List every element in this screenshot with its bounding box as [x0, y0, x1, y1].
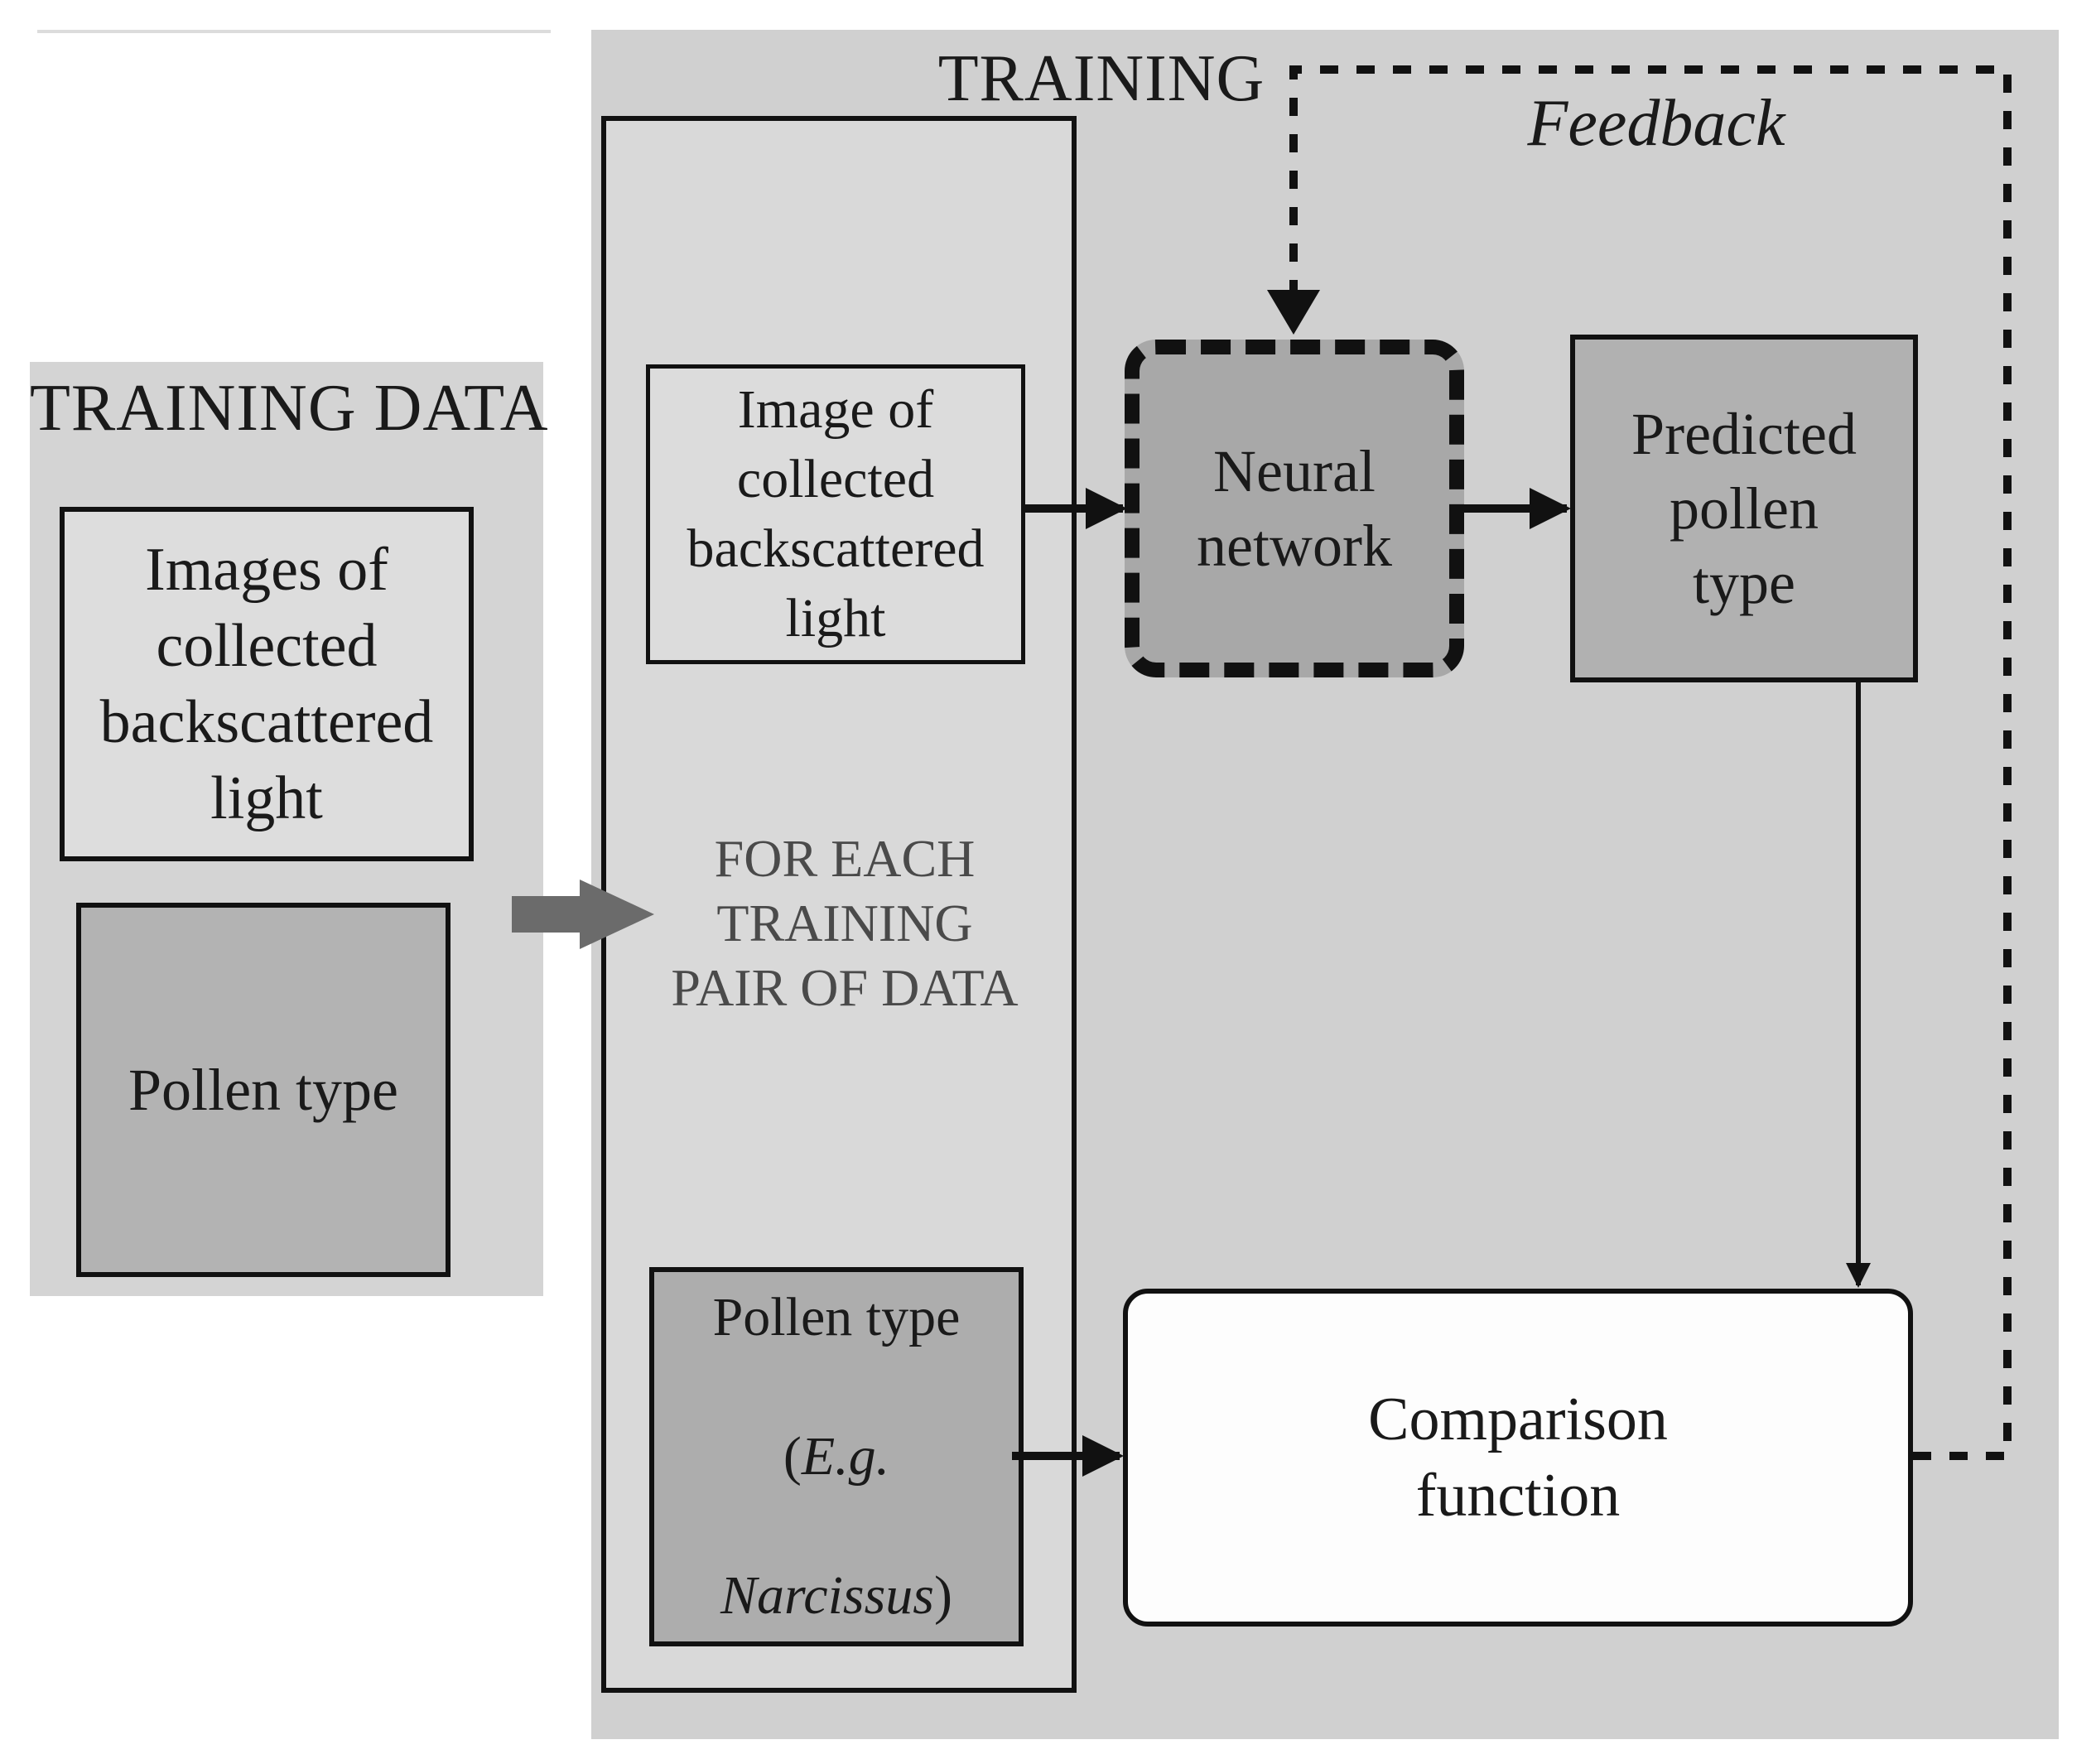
- training-data-pollen-box: Pollen type: [76, 903, 451, 1277]
- top-divider: [37, 30, 551, 33]
- pair-pollen-line1: Pollen type: [712, 1287, 961, 1347]
- pair-pollen-line2: (E.g.: [654, 1422, 1019, 1492]
- pair-pollen-box: Pollen type (E.g. Narcissus): [649, 1267, 1024, 1646]
- comparison-function-box: Comparison function: [1123, 1289, 1913, 1627]
- neural-network-label: Neural network: [1197, 438, 1392, 579]
- predicted-pollen-label: Predicted pollen type: [1631, 401, 1857, 616]
- feedback-arrowhead: [1267, 290, 1320, 335]
- feedback-label: Feedback: [1527, 87, 1785, 160]
- training-data-images-label: Images of collected backscattered light: [99, 536, 434, 832]
- paren-open: (: [783, 1426, 802, 1487]
- pair-images-label: Image of collected backscattered light: [687, 379, 985, 648]
- eg-text: E.g.: [801, 1426, 890, 1487]
- training-data-images-box: Images of collected backscattered light: [60, 507, 474, 861]
- training-title: TRAINING: [937, 42, 1265, 115]
- pair-pollen-line3: Narcissus): [654, 1561, 1019, 1631]
- paren-close: ): [933, 1565, 952, 1626]
- for-each-text: FOR EACH TRAINING PAIR OF DATA: [671, 829, 1019, 1017]
- training-data-pollen-label: Pollen type: [128, 1057, 398, 1123]
- training-data-title: TRAINING DATA: [30, 372, 549, 445]
- neural-network-box: Neural network: [1125, 340, 1464, 677]
- predicted-pollen-box: Predicted pollen type: [1570, 335, 1918, 682]
- comparison-function-label: Comparison function: [1368, 1386, 1668, 1530]
- pair-images-box: Image of collected backscattered light: [646, 364, 1025, 664]
- example-text: Narcissus: [720, 1565, 934, 1626]
- input-arrow: [512, 880, 654, 949]
- feedback-loop: [1289, 65, 2012, 1460]
- for-each-label: FOR EACH TRAINING PAIR OF DATA: [629, 827, 1060, 1020]
- pair-pollen-label: Pollen type (E.g. Narcissus): [654, 1213, 1019, 1700]
